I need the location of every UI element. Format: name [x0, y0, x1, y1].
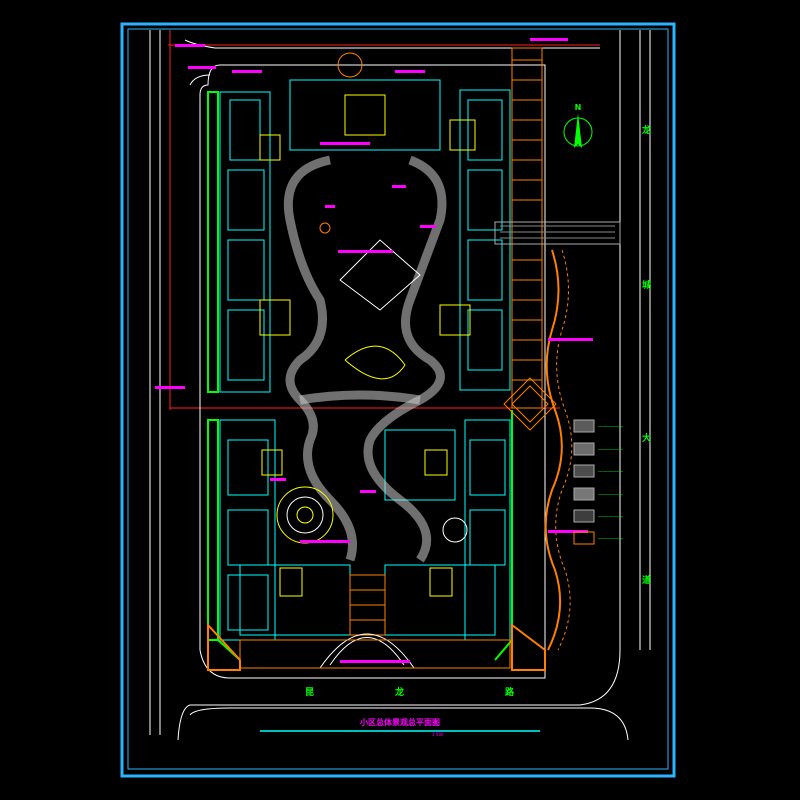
road-right-char-3: 大 — [642, 432, 651, 444]
central-walkways — [283, 155, 447, 563]
central-pavilion — [339, 239, 421, 311]
legend-swatch-4 — [573, 487, 595, 501]
legend-label-3: 一一一一一 — [598, 470, 623, 476]
south-entrance — [207, 574, 546, 671]
road-right-char-1: 龙 — [641, 124, 651, 136]
drawing-title: 小区总体景观总平面图 — [359, 717, 440, 727]
legend-swatch-1 — [573, 419, 595, 433]
legend-label-4: 一一一一一 — [598, 493, 623, 499]
legend-swatch-3 — [573, 464, 595, 478]
road-bottom-char-1: 昆 — [305, 687, 314, 698]
drawing-scale: 1:500 — [432, 732, 444, 737]
legend-label-1: 一一一一一 — [598, 425, 623, 431]
title-block: 小区总体景观总平面图 1:500 — [260, 717, 540, 737]
east-landscape-edge — [544, 249, 563, 651]
property-red-line — [168, 30, 600, 410]
legend-label-6: 一一一一一 — [598, 537, 623, 543]
road-right-char-4: 道 — [642, 574, 651, 586]
east-paving-corridor — [494, 47, 621, 409]
surrounding-roads — [149, 30, 651, 741]
legend-label-5: 一一一一一 — [598, 515, 623, 521]
drawing-frame — [120, 22, 676, 778]
round-features — [276, 52, 468, 544]
east-landscape-edge-dashed — [555, 249, 573, 651]
legend-swatch-2 — [573, 442, 595, 456]
road-labels: 昆 龙 路 龙 城 大 道 — [305, 124, 651, 698]
buildings-north — [219, 79, 511, 393]
legend-swatch-5 — [573, 509, 595, 523]
road-right-char-2: 城 — [642, 279, 651, 291]
drawing-inner-frame — [127, 28, 669, 770]
north-arrow-label: N — [575, 103, 582, 112]
road-bottom-char-2: 龙 — [394, 686, 404, 698]
legend-label-2: 一一一一一 — [598, 448, 623, 454]
north-arrow: N — [563, 103, 593, 148]
east-entrance-plaza — [503, 377, 557, 431]
annotation-marks — [155, 38, 593, 663]
legend-swatch-6 — [573, 531, 595, 545]
road-bottom-char-3: 路 — [505, 686, 515, 698]
legend: 一一一一一 一一一一一 一一一一一 一一一一一 一一一一一 一一一一一 — [573, 419, 623, 545]
